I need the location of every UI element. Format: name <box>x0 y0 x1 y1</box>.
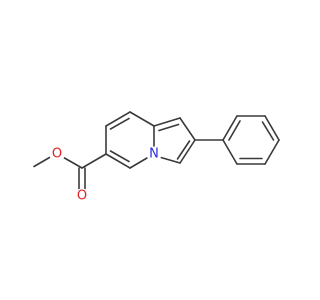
atom-label-n: N <box>149 147 159 162</box>
bond-ph1-ph2 <box>222 115 238 141</box>
bond-ph1-ph2-double <box>228 120 241 141</box>
bond-c6-c5-double <box>109 150 130 163</box>
atom-labels: N O O <box>49 146 162 204</box>
bond-c8a-c1 <box>153 117 181 127</box>
atom-carbonyl-oxygen: O <box>74 188 90 204</box>
bond-ph3-ph4 <box>264 115 280 141</box>
bond-c8a-c1-double <box>158 123 180 132</box>
bond-c8-c7-double <box>109 117 130 130</box>
bond-ph4-ph5 <box>264 139 280 165</box>
bond-c8a-c8 <box>129 111 155 127</box>
bond-ccarbonyl-oether <box>63 157 83 169</box>
bond-ph6-ph1 <box>222 139 238 165</box>
bond-c3-n <box>160 156 181 164</box>
bonds <box>33 111 280 190</box>
bond-c2-c3-double <box>176 140 191 160</box>
bond-oether-methyl <box>33 156 51 168</box>
bond-c8-c7 <box>105 111 131 127</box>
atom-ether-oxygen: O <box>49 146 65 162</box>
bond-c5-n <box>129 157 148 169</box>
bond-c2-c3 <box>179 139 196 164</box>
atom-label-o-carbonyl: O <box>77 189 87 204</box>
molecule-structure-diagram: N O O <box>33 111 280 204</box>
atom-nitrogen: N <box>146 146 162 162</box>
bond-c1-c2 <box>179 117 196 141</box>
bond-c6-c5 <box>105 153 131 169</box>
bond-c6-ccarbonyl <box>81 153 107 169</box>
bond-ph3-ph4-double <box>261 121 275 141</box>
atom-label-o-ether: O <box>52 147 62 162</box>
